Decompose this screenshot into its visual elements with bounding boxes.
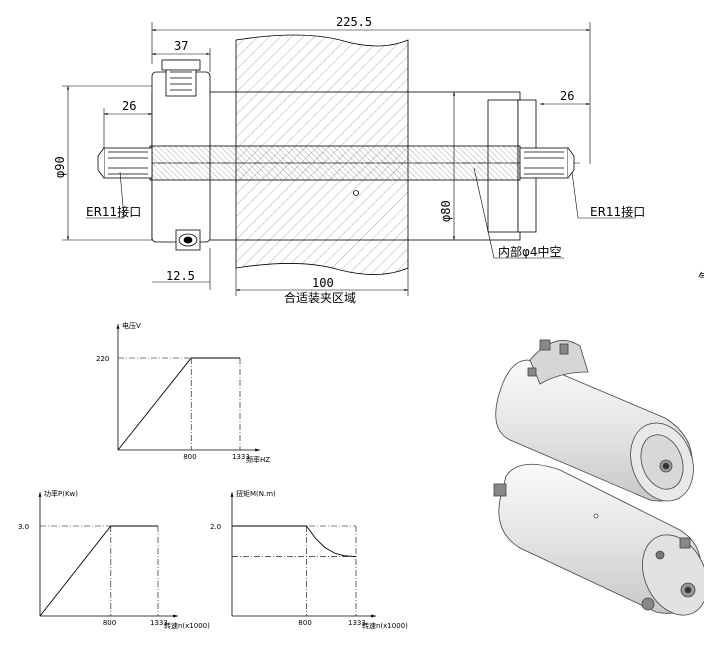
right-collet (519, 147, 569, 179)
label-collet-right: ER11接口 (590, 204, 645, 219)
x-tick-label: 1333 (150, 619, 168, 627)
label-inner-bore: 内部φ4中空 (498, 244, 562, 259)
spindle-photo-top (495, 339, 694, 502)
y-axis-label: 扭矩M(N.m) (236, 489, 276, 498)
chart-torque-speed: 扭矩M(N.m) 转速n(x1000) 800 1333 2.0 (210, 489, 408, 630)
y-axis-label: 功率P(Kw) (44, 489, 78, 498)
x-axis-label: 转速n(x1000) (362, 621, 408, 630)
label-collet-left: ER11接口 (86, 204, 141, 219)
y-tick-label: 3.0 (18, 523, 29, 531)
dim-right-collet: 26 (560, 89, 574, 103)
spindle-section (97, 34, 580, 275)
dim-left-collet: 26 (122, 99, 136, 113)
x-tick-label: 800 (103, 619, 116, 627)
y-axis-label: 电压V (122, 321, 141, 330)
dimension-lines (62, 22, 636, 296)
label-edge-glyph: 气 (698, 270, 704, 285)
dim-outer-diameter: φ90 (53, 156, 67, 178)
series-line (232, 525, 357, 558)
x-axis-label: 转速n(x1000) (164, 621, 210, 630)
spindle-photo-bottom (493, 463, 704, 616)
x-tick-label: 800 (183, 453, 196, 461)
y-tick-label: 2.0 (210, 523, 221, 531)
label-clamp-zone: 合适装夹区域 (284, 290, 356, 305)
left-collet (103, 147, 153, 179)
chart-voltage-frequency: 电压V 频率HZ 800 1333 220 (96, 321, 270, 464)
dim-housing-width: 37 (174, 39, 188, 53)
dim-overall-length: 225.5 (336, 15, 372, 29)
dim-clamp-length: 100 (312, 276, 334, 290)
series-line (117, 357, 240, 451)
x-tick-label: 1333 (348, 619, 366, 627)
x-axis-label: 频率HZ (246, 455, 270, 464)
dim-body-diameter: φ80 (439, 200, 453, 222)
x-tick-label: 1333 (232, 453, 250, 461)
dimension-texts: 225.5 37 26 26 φ90 φ80 12.5 100 ER11接口 E… (53, 15, 704, 305)
dim-offset: 12.5 (166, 269, 195, 283)
chart-power-speed: 功率P(Kw) 转速n(x1000) 800 1333 3.0 (18, 489, 210, 630)
series-line (39, 525, 158, 617)
y-tick-label: 220 (96, 355, 109, 363)
x-tick-label: 800 (298, 619, 311, 627)
